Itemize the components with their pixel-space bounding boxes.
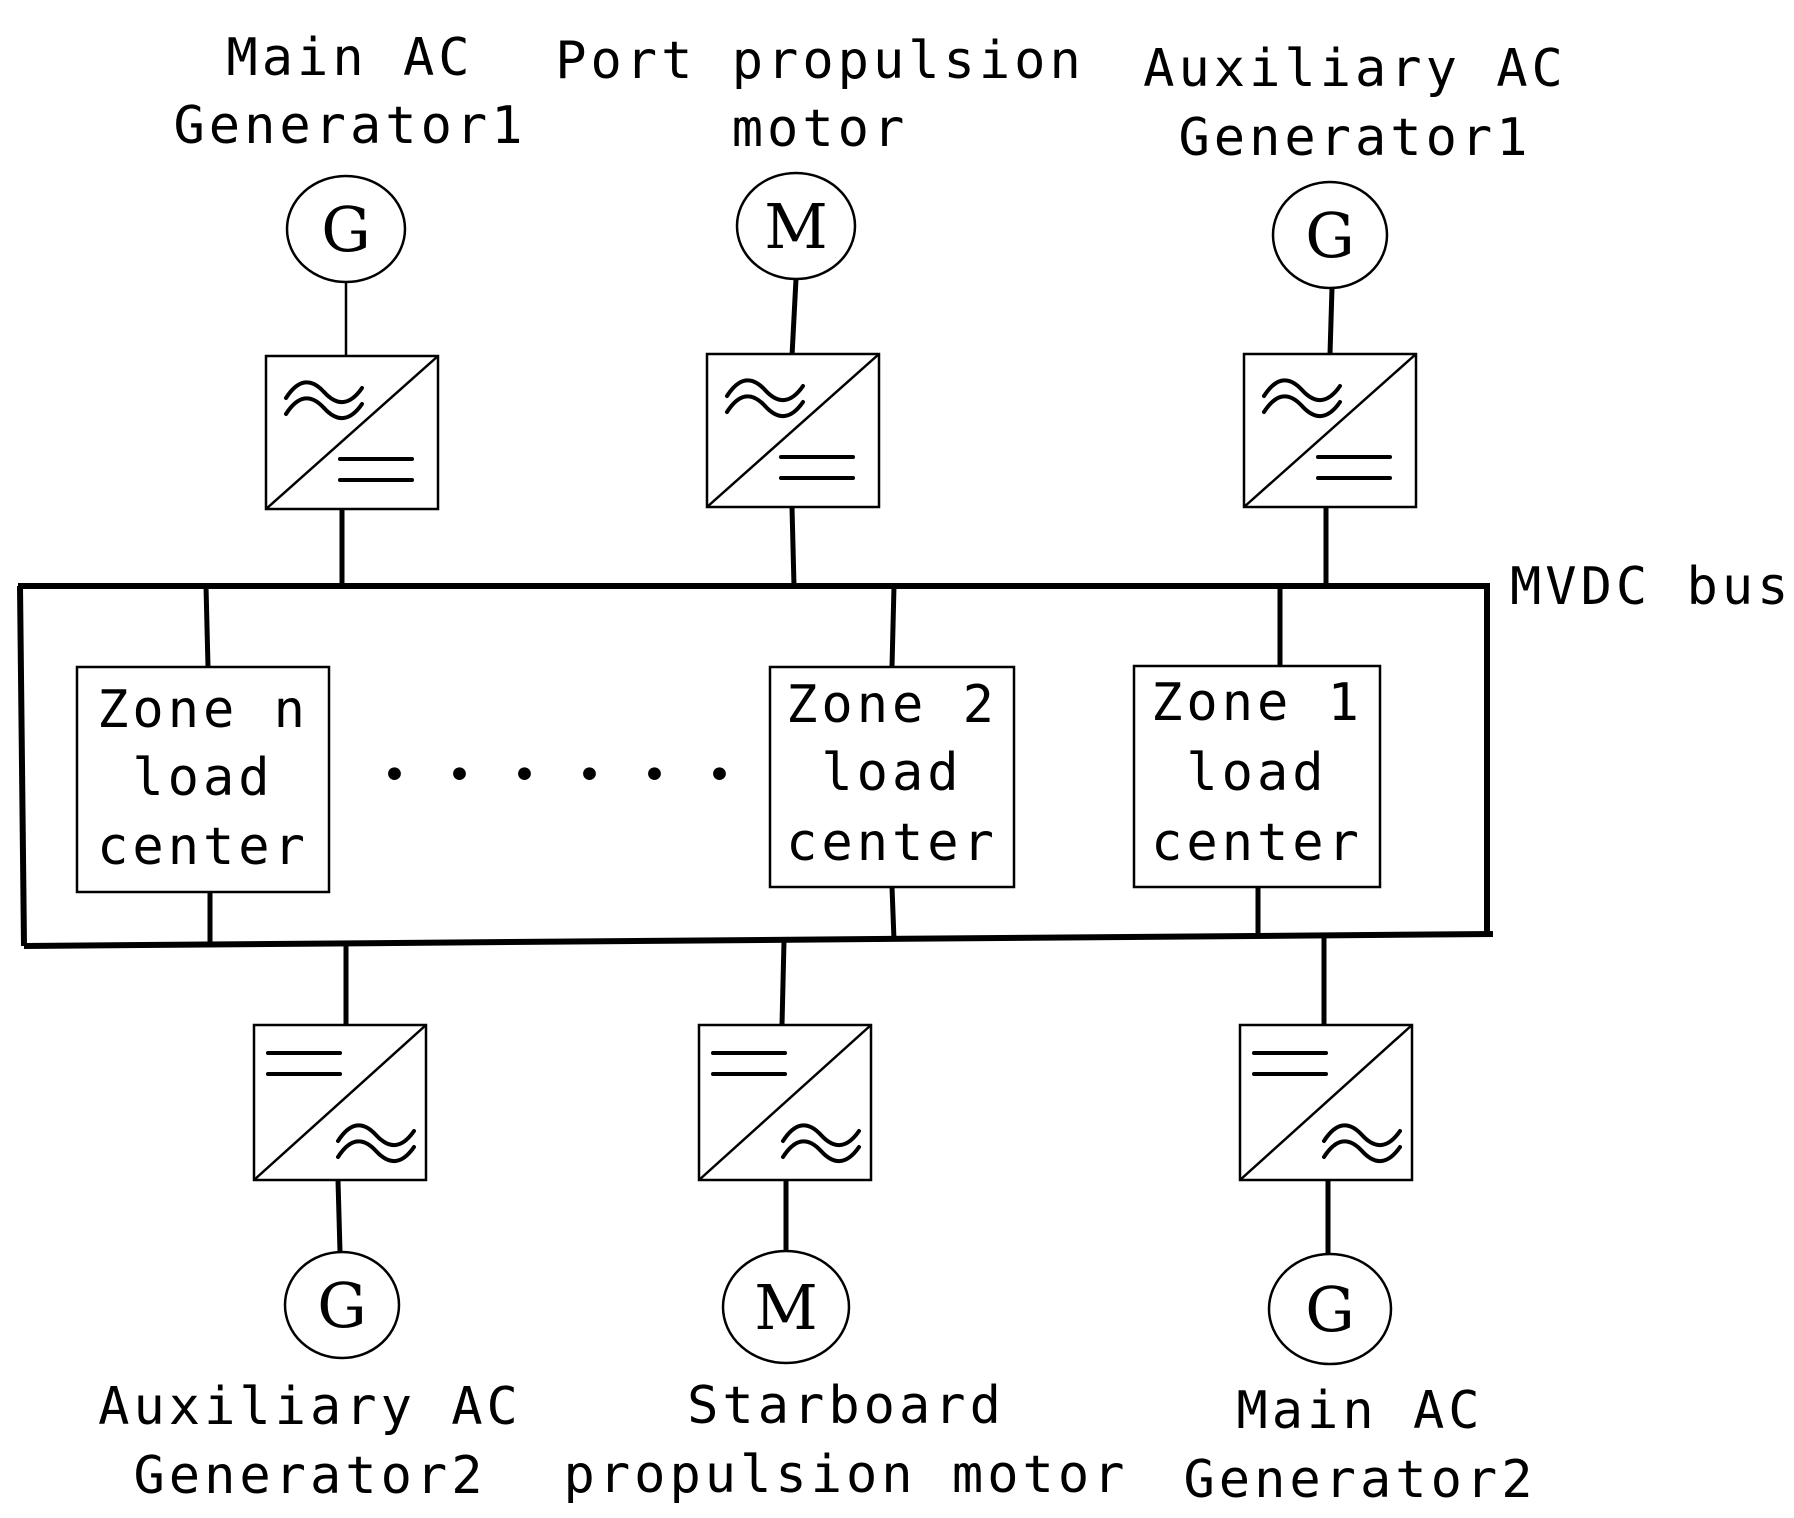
main-gen2-machine: G <box>1267 1252 1393 1366</box>
starboard-motor-label-line2: propulsion motor <box>564 1445 1129 1505</box>
starboard-motor-bus-tap <box>779 940 787 1026</box>
port-motor-label-line2: motor <box>732 99 909 159</box>
aux-gen1-symbol: G <box>1305 199 1355 272</box>
inverter-starboard-motor <box>697 1023 873 1182</box>
rectifier-aux-gen1 <box>1242 352 1418 509</box>
main-gen1-label-line2: Generator1 <box>173 96 526 156</box>
zone-n-label-line3: center <box>97 817 309 877</box>
inverter-aux-gen2 <box>252 1023 428 1182</box>
zone-2-label-line1: Zone 2 <box>786 675 998 735</box>
zone-1-label-line2: load <box>1186 743 1327 803</box>
zone-ellipsis: • • • • • • <box>381 750 738 801</box>
aux-gen2-symbol: G <box>317 1269 367 1342</box>
aux-gen2-machine: G <box>283 1250 401 1360</box>
main-gen1-symbol: G <box>321 193 371 266</box>
rectifier-main-gen1 <box>264 354 440 511</box>
main-gen2-symbol: G <box>1305 1273 1355 1346</box>
port-motor-label-line1: Port propulsion <box>555 31 1085 91</box>
aux-gen2-label-line2: Generator2 <box>133 1446 486 1506</box>
aux-gen2-wire <box>335 1179 343 1253</box>
main-gen2-label-line2: Generator2 <box>1183 1450 1536 1510</box>
mvdc-bus-label: MVDC bus <box>1510 557 1792 617</box>
aux-gen1-label-line1: Auxiliary AC <box>1143 39 1567 99</box>
starboard-motor-symbol: M <box>754 1271 817 1344</box>
port-motor-wire <box>789 278 799 357</box>
mvdc-bus-bottom <box>23 931 1494 949</box>
main-gen1-machine: G <box>285 174 407 284</box>
port-motor-machine: M <box>735 171 857 281</box>
mvdc-bus-left <box>17 585 27 947</box>
zone-1-label-line3: center <box>1151 813 1363 873</box>
aux-gen2-label-line1: Auxiliary AC <box>98 1377 522 1437</box>
zone-n-load-center: Zone n load center <box>75 585 331 946</box>
aux-gen1-label-line2: Generator1 <box>1178 108 1531 168</box>
zone-2-load-center: Zone 2 load center <box>768 585 1016 941</box>
inverter-port-motor <box>705 352 881 509</box>
starboard-motor-label-line1: Starboard <box>687 1376 1005 1436</box>
zone-n-label-line2: load <box>132 748 273 808</box>
zone-2-label-line3: center <box>786 813 998 873</box>
zone-2-label-line2: load <box>821 743 962 803</box>
port-motor-bus-tap <box>789 506 797 587</box>
zone-1-label-line1: Zone 1 <box>1151 673 1363 733</box>
starboard-motor-machine: M <box>721 1249 851 1365</box>
inverter-main-gen2 <box>1238 1023 1414 1182</box>
zone-n-label-line1: Zone n <box>97 680 309 740</box>
aux-gen1-machine: G <box>1271 180 1389 290</box>
main-gen2-label-line1: Main AC <box>1236 1381 1483 1441</box>
zone-1-load-center: Zone 1 load center <box>1132 586 1382 936</box>
aux-gen1-wire <box>1327 287 1335 355</box>
port-motor-symbol: M <box>764 190 827 263</box>
main-gen1-label-line1: Main AC <box>226 28 473 88</box>
